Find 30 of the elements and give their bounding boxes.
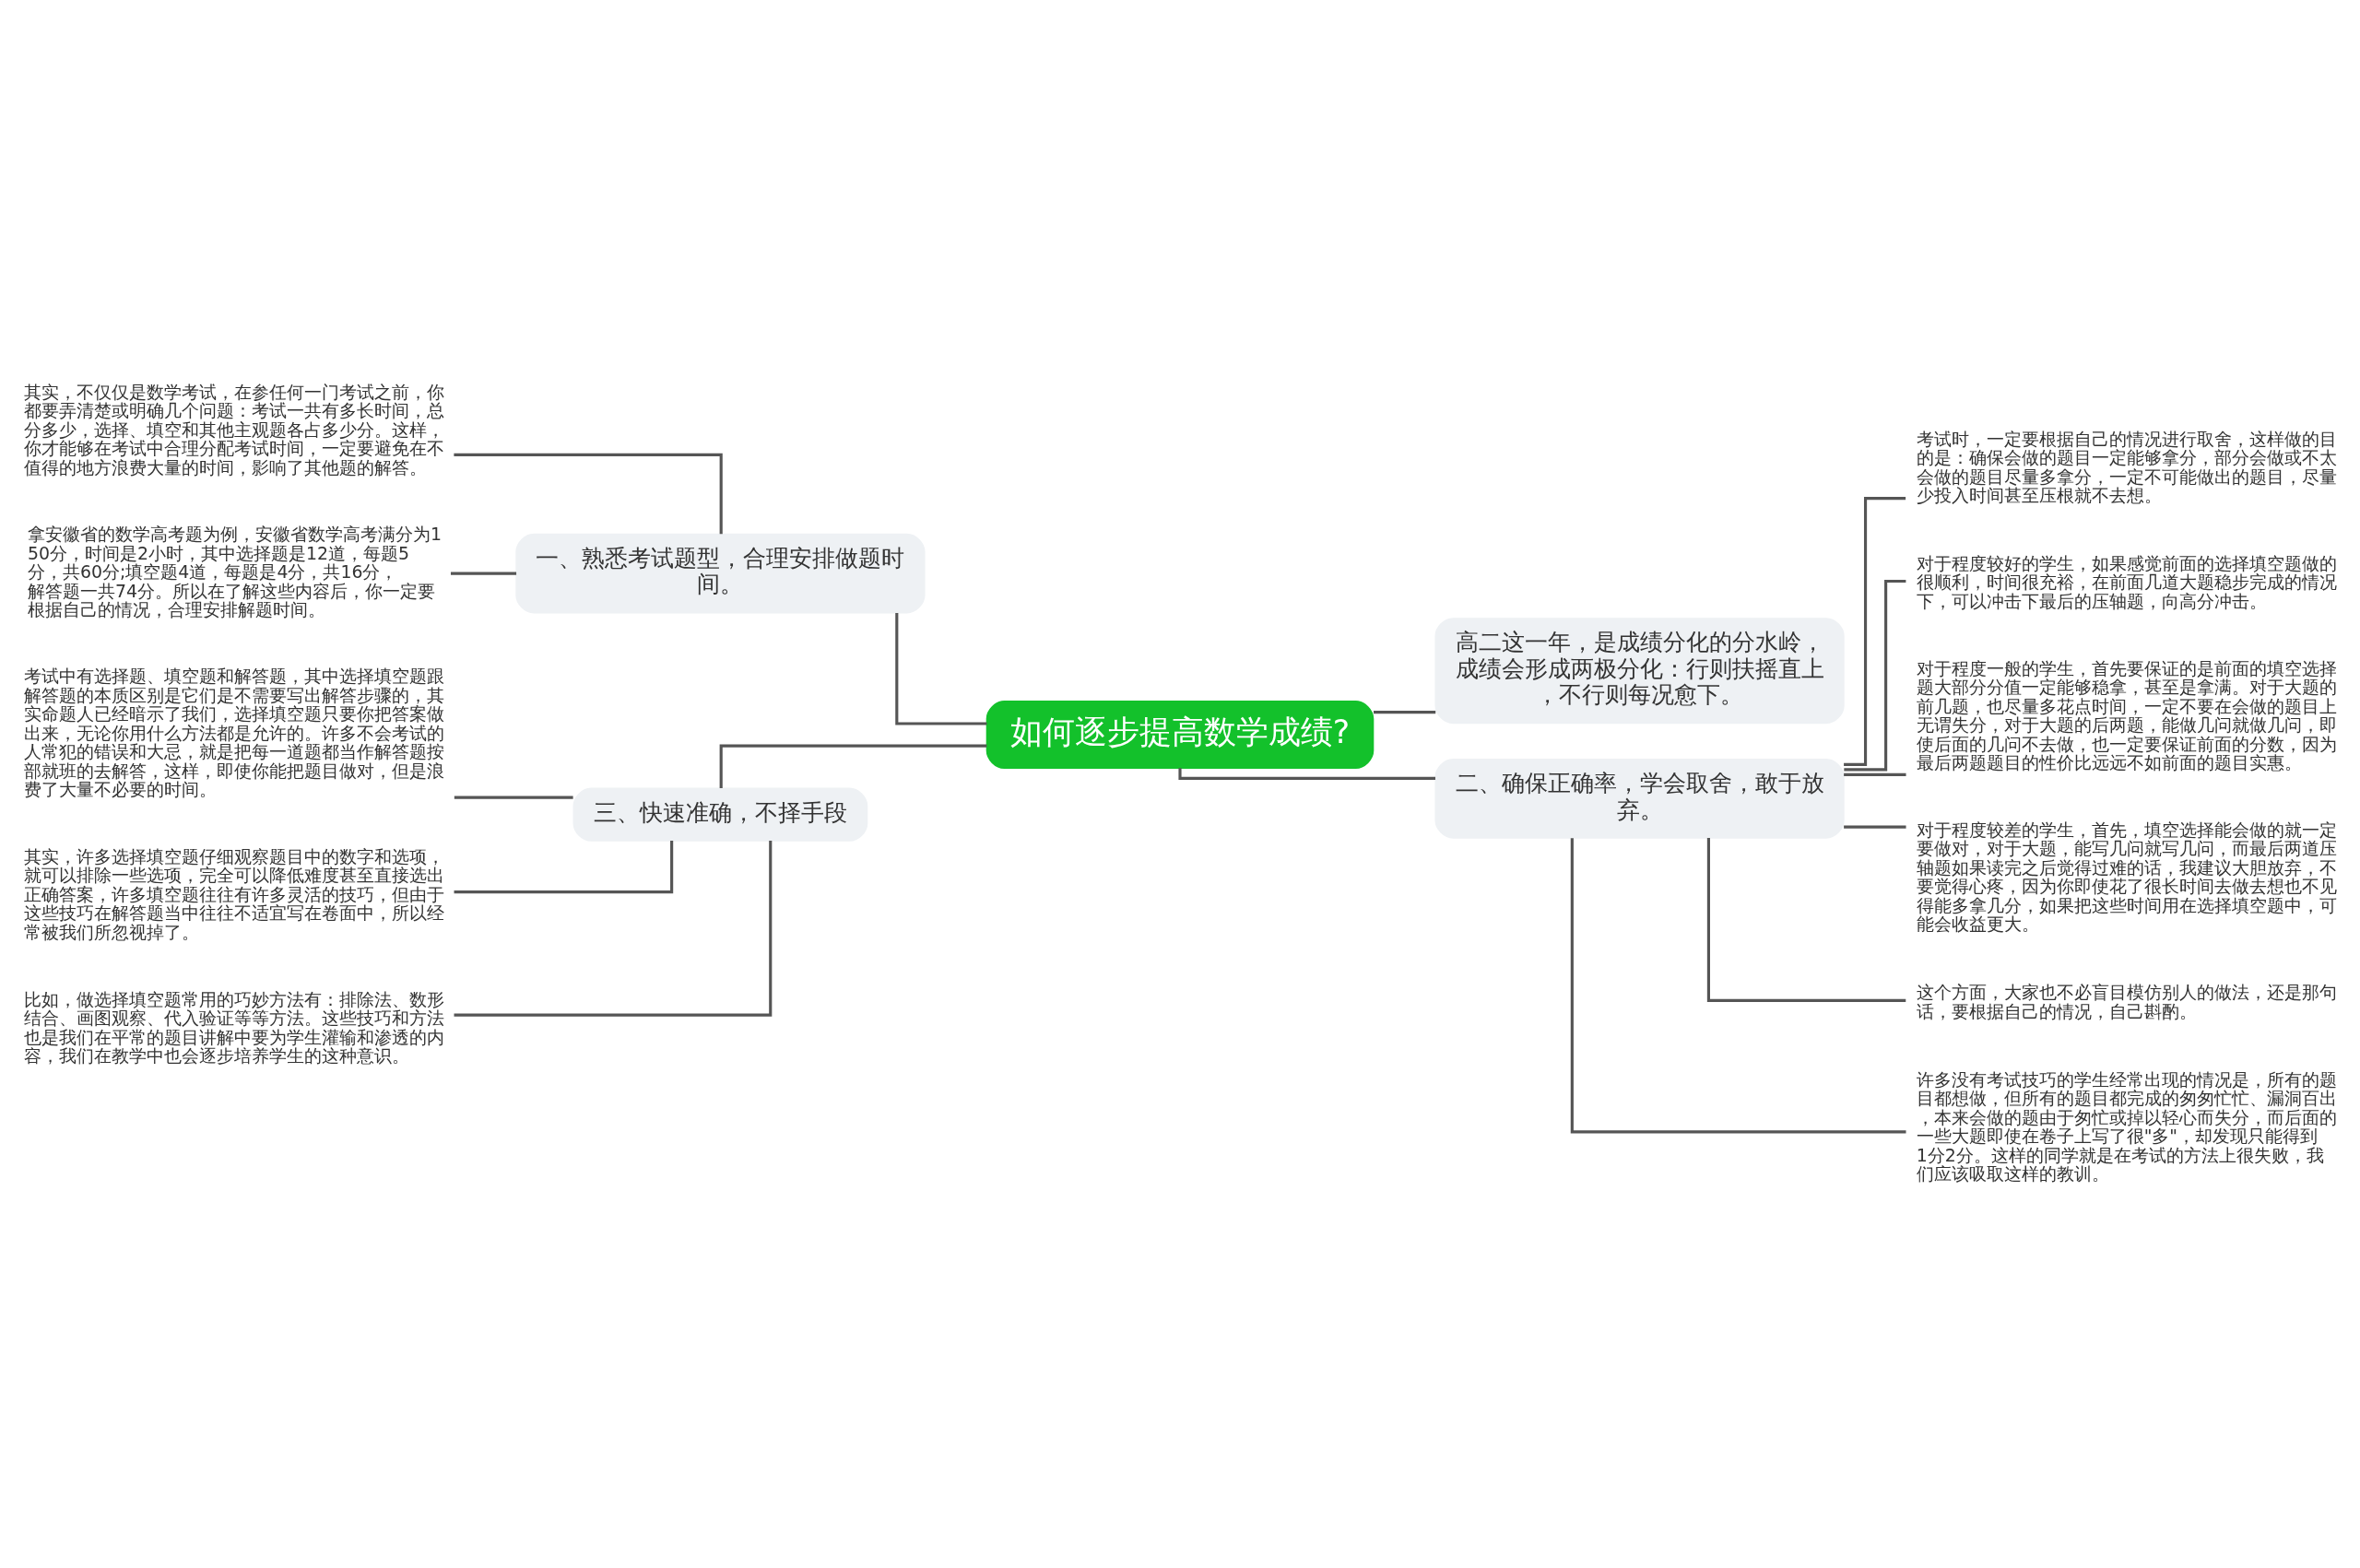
- node-text: 对于程度较差的学生，首先，填空选择能会做的就一定要做对，对于大题，能写几问就写几问，而最后两道压轴题如果读完之后觉得过难的话，我建议大胆放弃，不要觉得心疼，因为你即使花了很长时间去做去想也不见得能多拿几分，如果把这些时间用在选择填空题中，可能会收益更大。: [1916, 819, 2337, 934]
- connector: [719, 744, 987, 788]
- node-text: 拿安徽省的数学高考题为例，安徽省数学高考满分为150分，时间是2小时，其中选择题是12道，每题5分，共60分;填空题4道，每题是4分，共16分，解答题一共74分。所以在了解这些内容后，你一定要根据自己的情况，合理安排解题时间。: [27, 523, 442, 619]
- connector: [1844, 579, 1906, 771]
- node-box: 三、快速准确，不择手段: [572, 787, 868, 842]
- node-text: 许多没有考试技巧的学生经常出现的情况是，所有的题目都想做，但所有的题目都完成的匆匆忙忙、漏洞百出，本来会做的题由于匆忙或掉以轻心而失分，而后面的一些大题即使在卷子上写了很"多"，却发现只能得到1分2分。这样的同学就是在考试的方法上很失败，我们应该吸取这样的教训。: [1916, 1068, 2337, 1184]
- node-text: 其实，不仅仅是数学考试，在参任何一门考试之前，你都要弄清楚或明确几个问题：考试一共有多长时间，总分多少，选择、填空和其他主观题各占多少分。这样，你才能够在考试中合理分配考试时间，一定要避免在不值得的地方浪费大量的时间，影响了其他题的解答。: [24, 381, 445, 477]
- connector: [1374, 710, 1436, 713]
- node-text: 对于程度一般的学生，首先要保证的是前面的填空选择题大部分分值一定能够稳拿，甚至是拿满。对于大题的前几题，也尽量多花点时间，一定不要在会做的题目上无谓失分，对于大题的后两题，能做几问就做几问，即使后面的几问不去做，也一定要保证前面的分数，因为最后两题题目的性价比远远不如前面的题目实惠。: [1916, 657, 2337, 772]
- node-box: 二、确保正确率，学会取舍，敢于放弃。: [1434, 758, 1845, 839]
- connector: [454, 840, 773, 1017]
- connector: [1706, 837, 1906, 1002]
- connector: [454, 840, 674, 893]
- connector: [454, 453, 723, 534]
- connector: [1844, 496, 1906, 766]
- connector: [1844, 825, 1906, 829]
- node-box: 一、熟悉考试题型，合理安排做题时间。: [515, 533, 926, 613]
- node-text: 对于程度较好的学生，如果感觉前面的选择填空题做的很顺利，时间很充裕，在前面几道大题稳步完成的情况下，可以冲击下最后的压轴题，向高分冲击。: [1916, 552, 2337, 611]
- node-text: 比如，做选择填空题常用的巧妙方法有：排除法、数形结合、画图观察、代入验证等等方法。这些技巧和方法也是我们在平常的题目讲解中要为学生灌输和渗透的内容，我们在教学中也会逐步培养学生的这种意识。: [24, 988, 445, 1066]
- node-text: 这个方面，大家也不必盲目模仿别人的做法，还是那句话，要根据自己的情况，自己斟酌。: [1916, 981, 2337, 1021]
- connector: [454, 796, 573, 799]
- node-box: 如何逐步提高数学成绩?: [985, 700, 1375, 769]
- node-text: 考试时，一定要根据自己的情况进行取舍，这样做的目的是：确保会做的题目一定能够拿分，部分会做或不太会做的题目尽量多拿分，一定不可能做出的题目，尽量少投入时间甚至压根就不去想。: [1916, 428, 2337, 505]
- connector: [1844, 772, 1906, 776]
- connector: [895, 612, 987, 725]
- node-box: 高二这一年，是成绩分化的分水岭，成绩会形成两极分化：行则扶摇直上，不行则每况愈下。: [1434, 617, 1845, 724]
- node-text: 其实，许多选择填空题仔细观察题目中的数字和选项，就可以排除一些选项，完全可以降低难度甚至直接选出正确答案，许多填空题往往有许多灵活的技巧，但由于这些技巧在解答题当中往往不适宜写在卷面中，所以经常被我们所忽视掉了。: [24, 845, 445, 942]
- connector: [1570, 837, 1906, 1133]
- connector: [451, 572, 517, 575]
- node-text: 考试中有选择题、填空题和解答题，其中选择填空题跟解答题的本质区别是它们是不需要写出解答步骤的，其实命题人已经暗示了我们，选择填空题只要你把答案做出来，无论你用什么方法都是允许的。许多不会考试的人常犯的错误和大忌，就是把每一道题都当作解答题按部就班的去解答，这样，即使你能把题目做对，但是浪费了大量不必要的时间。: [24, 665, 445, 799]
